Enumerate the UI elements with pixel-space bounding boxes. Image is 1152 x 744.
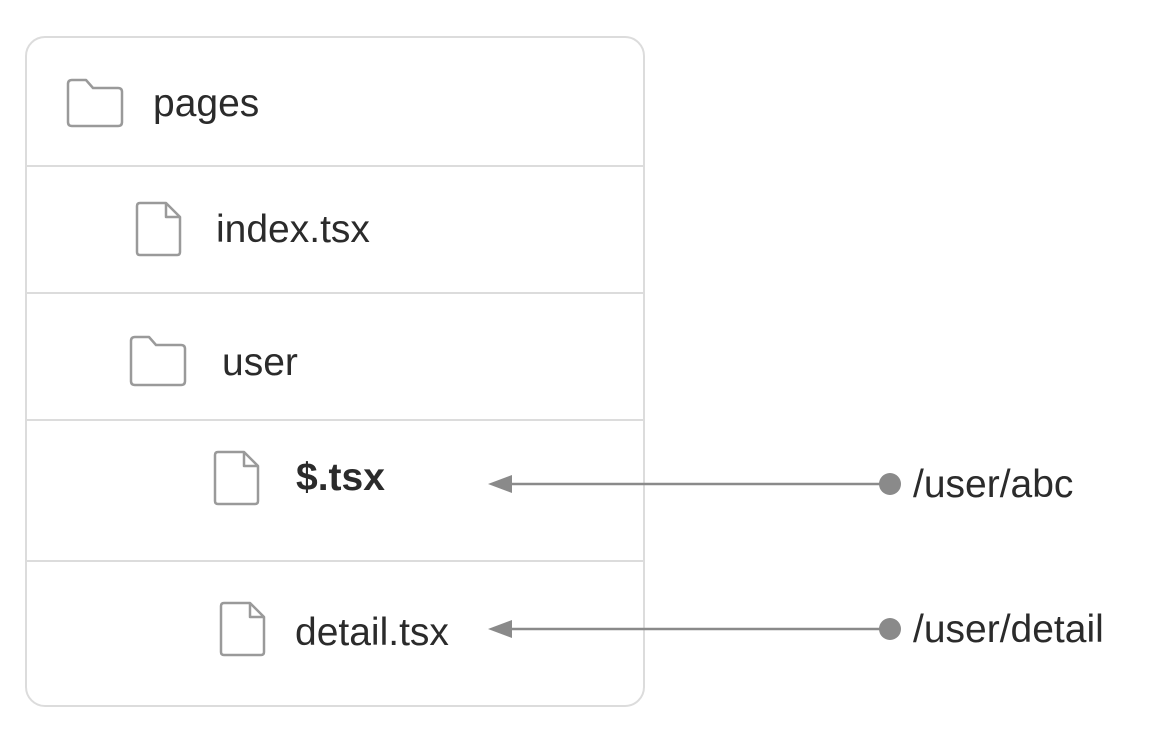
route-arrow-abc [488,473,901,495]
folder-icon [129,335,187,387]
tree-item-user-label: user [222,341,298,384]
route-arrow-detail [488,618,901,640]
file-tree-panel [25,36,645,707]
tree-item-splat-tsx-label: $.tsx [296,456,385,499]
tree-divider [25,292,645,294]
file-icon [135,201,182,257]
file-icon [219,601,266,657]
tree-item-pages-label: pages [153,82,260,125]
route-label-abc: /user/abc [913,463,1074,506]
folder-icon [66,78,124,128]
tree-divider [25,165,645,167]
tree-divider [25,419,645,421]
tree-item-detail-tsx-label: detail.tsx [295,611,449,654]
file-icon [213,450,260,506]
tree-divider [25,560,645,562]
route-label-detail: /user/detail [913,608,1104,651]
tree-item-index-tsx-label: index.tsx [216,208,370,251]
